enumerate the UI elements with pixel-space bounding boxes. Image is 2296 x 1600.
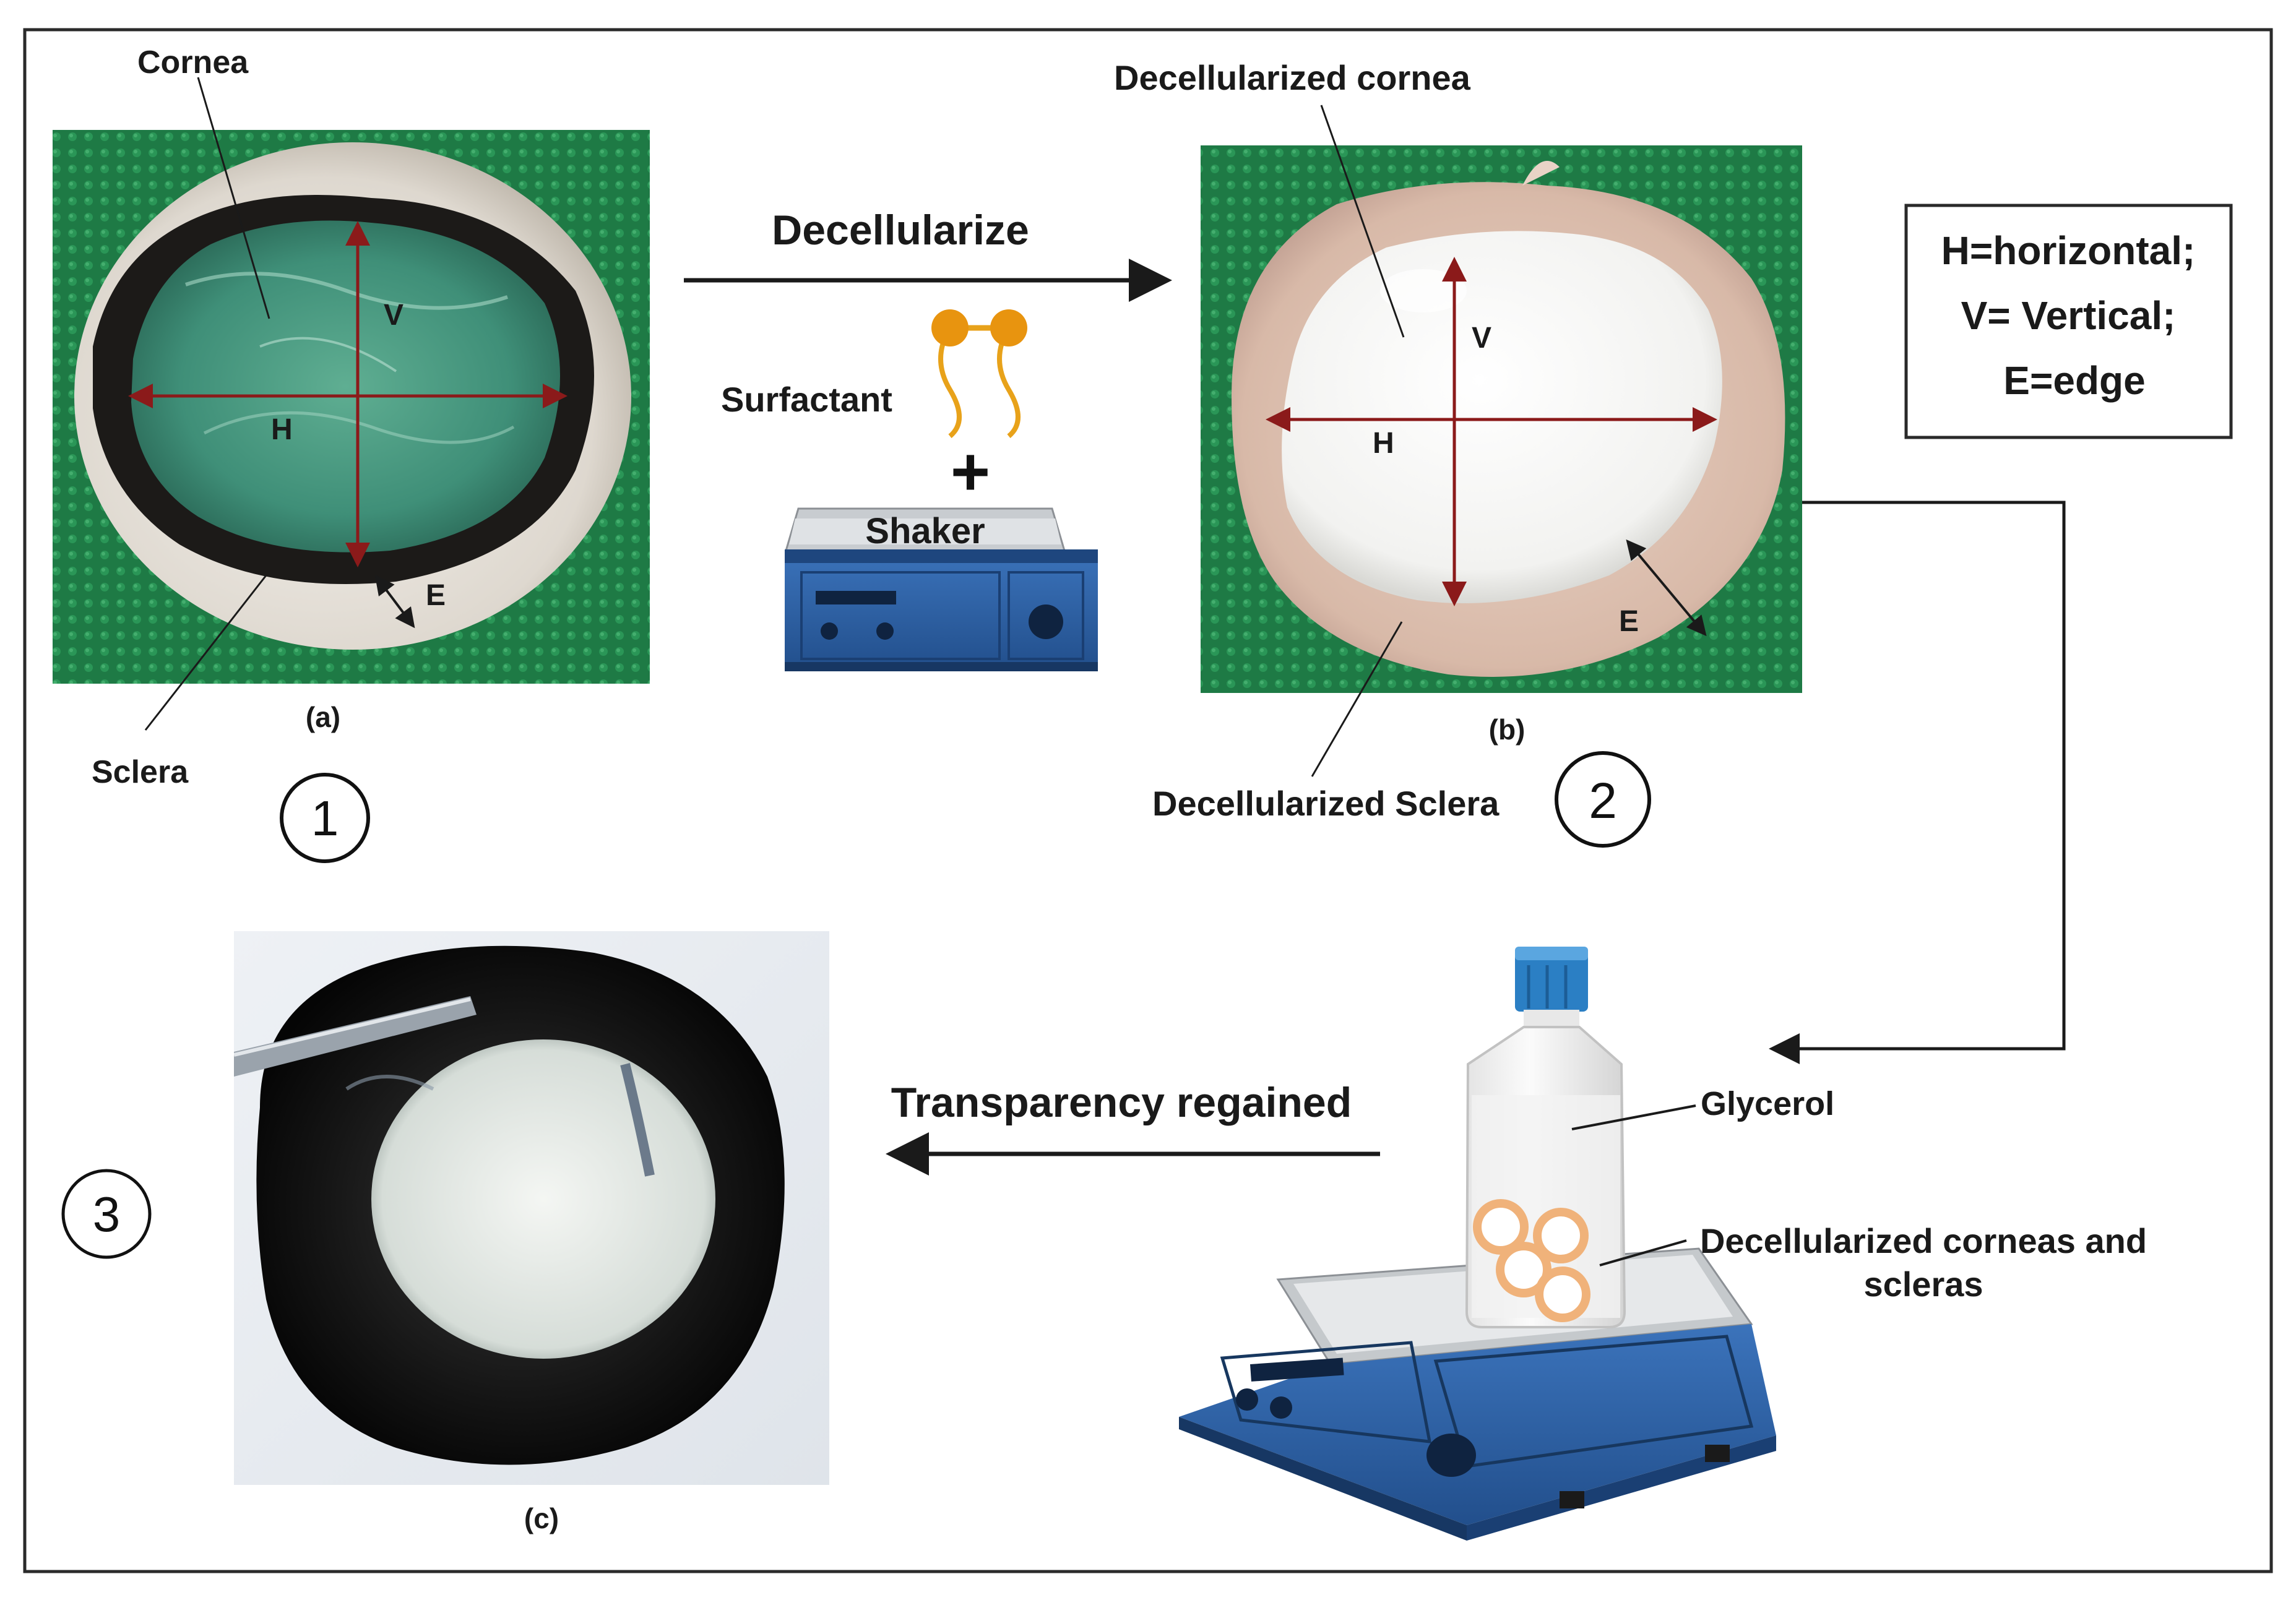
lab-shaker-icon <box>784 507 1098 671</box>
step-number-circle-3 <box>61 1169 152 1259</box>
step-number-1: 1 <box>311 791 339 846</box>
label-decellularized-sclera: Decellularized Sclera <box>1152 784 1500 823</box>
photo-native-cornea <box>53 130 650 684</box>
step-number-circle-1 <box>280 773 370 863</box>
glycerol-pointer-line <box>1571 1104 1696 1130</box>
surfactant-molecule-icon <box>931 309 1027 439</box>
legend-box <box>1904 204 2233 439</box>
step-number-3: 3 <box>93 1187 121 1242</box>
plus-sign: + <box>951 434 990 510</box>
caption-b: (b) <box>1489 713 1526 746</box>
label-glycerol: Glycerol <box>1701 1085 1834 1122</box>
label-v-a: V <box>384 299 404 332</box>
surfactant-label: Surfactant <box>721 380 892 419</box>
legend-line-3: E=edge <box>2003 358 2145 403</box>
label-h-a: H <box>271 413 293 446</box>
label-cornea: Cornea <box>137 45 249 80</box>
label-sclera: Sclera <box>92 754 189 790</box>
shaker-label: Shaker <box>865 511 985 551</box>
step-number-2: 2 <box>1589 773 1617 829</box>
decell-cornea-pointer-line <box>1320 105 1405 338</box>
caption-c: (c) <box>524 1502 559 1534</box>
label-samples-line-2: scleras <box>1863 1265 1983 1304</box>
edge-measure-a <box>374 574 415 629</box>
transparency-label: Transparency regained <box>891 1079 1352 1126</box>
caption-a: (a) <box>306 701 340 733</box>
cornea-pointer-line <box>197 77 270 319</box>
samples-pointer-line <box>1599 1239 1687 1267</box>
outer-frame <box>23 28 2273 1573</box>
label-h-b: H <box>1373 427 1394 460</box>
step-number-circle-2 <box>1555 751 1651 848</box>
label-decellularized-cornea: Decellularized cornea <box>1114 58 1471 97</box>
decell-sclera-pointer-line <box>1311 621 1403 777</box>
label-e-b: E <box>1619 605 1639 638</box>
label-e-a: E <box>426 579 446 612</box>
sclera-pointer-line <box>144 575 267 731</box>
decellularize-label: Decellularize <box>772 207 1029 254</box>
label-v-b: V <box>1472 322 1491 355</box>
legend-line-2: V= Vertical; <box>1961 293 2176 338</box>
glycerol-bottle-icon <box>1465 947 1626 1328</box>
photo-transparent-cornea <box>234 931 829 1485</box>
edge-measure-b <box>1626 539 1707 637</box>
legend-line-1: H=horizontal; <box>1941 228 2196 273</box>
label-samples-line-1: Decellularized corneas and <box>1700 1221 2147 1260</box>
connector-arrow-to-glycerol[interactable] <box>1769 501 2066 1064</box>
